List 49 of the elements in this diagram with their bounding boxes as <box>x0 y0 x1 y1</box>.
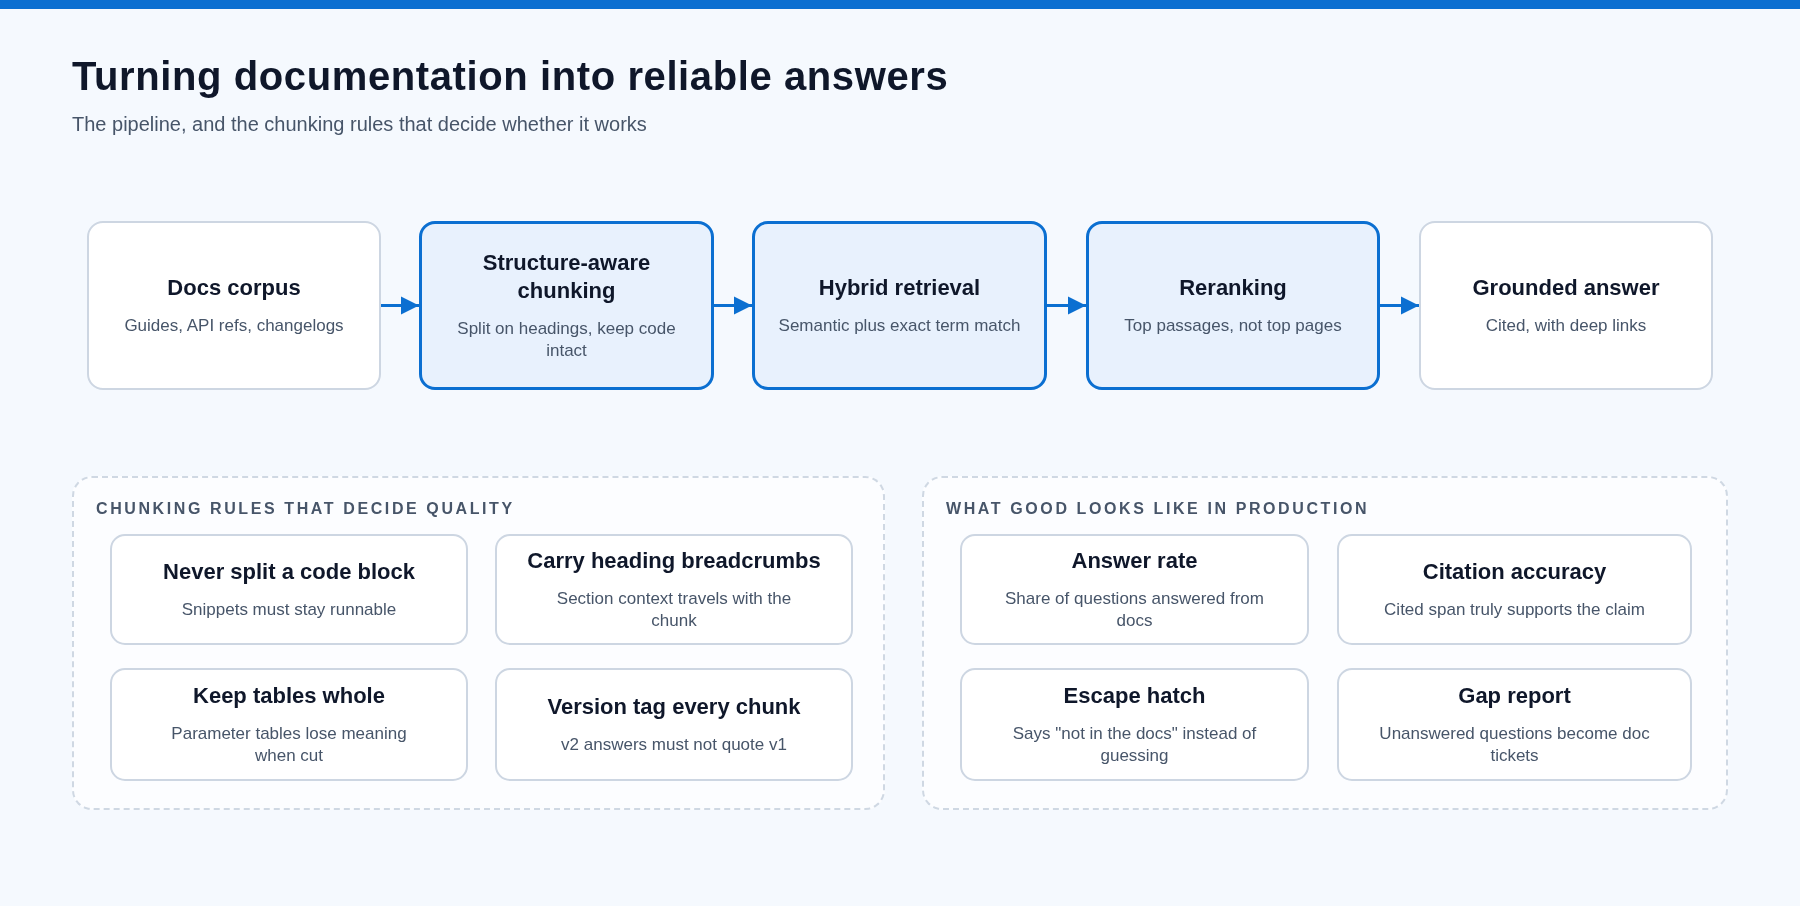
card <box>1337 668 1692 781</box>
node-description: Parameter tables lose meaning when cut <box>170 722 408 767</box>
node-title: Hybrid retrieval <box>818 274 981 303</box>
node-title: Carry heading breadcrumbs <box>527 547 821 576</box>
card <box>110 534 468 645</box>
node-title: Gap report <box>1458 682 1571 711</box>
node-title: Escape hatch <box>1063 682 1206 711</box>
node-description: Cited, with deep links <box>1485 314 1647 337</box>
node-description: Guides, API refs, changelogs <box>124 314 344 337</box>
card <box>495 668 853 781</box>
node-title: Reranking <box>1179 274 1287 303</box>
arrow <box>1380 296 1419 315</box>
section-panel <box>922 476 1728 810</box>
node-description: Share of questions answered from docs <box>1004 587 1265 632</box>
node-title: Never split a code block <box>163 558 415 587</box>
process-box <box>1419 221 1713 390</box>
process-box <box>419 221 714 390</box>
node-description: Snippets must stay runnable <box>181 598 397 621</box>
node-description: Split on headings, keep code intact <box>456 318 677 363</box>
node-title: Answer rate <box>1071 547 1198 576</box>
node-description: v2 answers must not quote v1 <box>561 733 787 756</box>
arrow <box>1047 296 1086 315</box>
section-panel <box>72 476 885 810</box>
node-description: Cited span truly supports the claim <box>1384 598 1645 621</box>
node-title: Version tag every chunk <box>547 693 801 722</box>
node-title: Keep tables whole <box>193 682 385 711</box>
node-title: Docs corpus <box>167 274 301 303</box>
card <box>110 668 468 781</box>
panel-heading: WHAT GOOD LOOKS LIKE IN PRODUCTION <box>946 500 1370 518</box>
card <box>960 668 1309 781</box>
arrow <box>381 296 419 315</box>
node-description: Section context travels with the chunk <box>555 587 793 632</box>
node-title: Grounded answer <box>1472 274 1660 303</box>
node-title: Structure-aware chunking <box>481 248 652 306</box>
process-box <box>752 221 1047 390</box>
subtitle: The pipeline, and the chunking rules that decide whether it works <box>72 113 647 136</box>
node-description: Unanswered questions become doc tickets <box>1378 722 1651 767</box>
node-title: Citation accuracy <box>1422 558 1607 587</box>
panel-heading: CHUNKING RULES THAT DECIDE QUALITY <box>96 500 515 518</box>
node-description: Says "not in the docs" instead of guessing <box>1011 722 1258 767</box>
card <box>1337 534 1692 645</box>
node-description: Top passages, not top pages <box>1124 314 1342 337</box>
arrow <box>714 296 752 315</box>
process-box <box>1086 221 1380 390</box>
node-description: Semantic plus exact term match <box>778 314 1021 337</box>
process-box <box>87 221 381 390</box>
card <box>495 534 853 645</box>
card <box>960 534 1309 645</box>
title: Turning documentation into reliable answers <box>72 54 949 99</box>
